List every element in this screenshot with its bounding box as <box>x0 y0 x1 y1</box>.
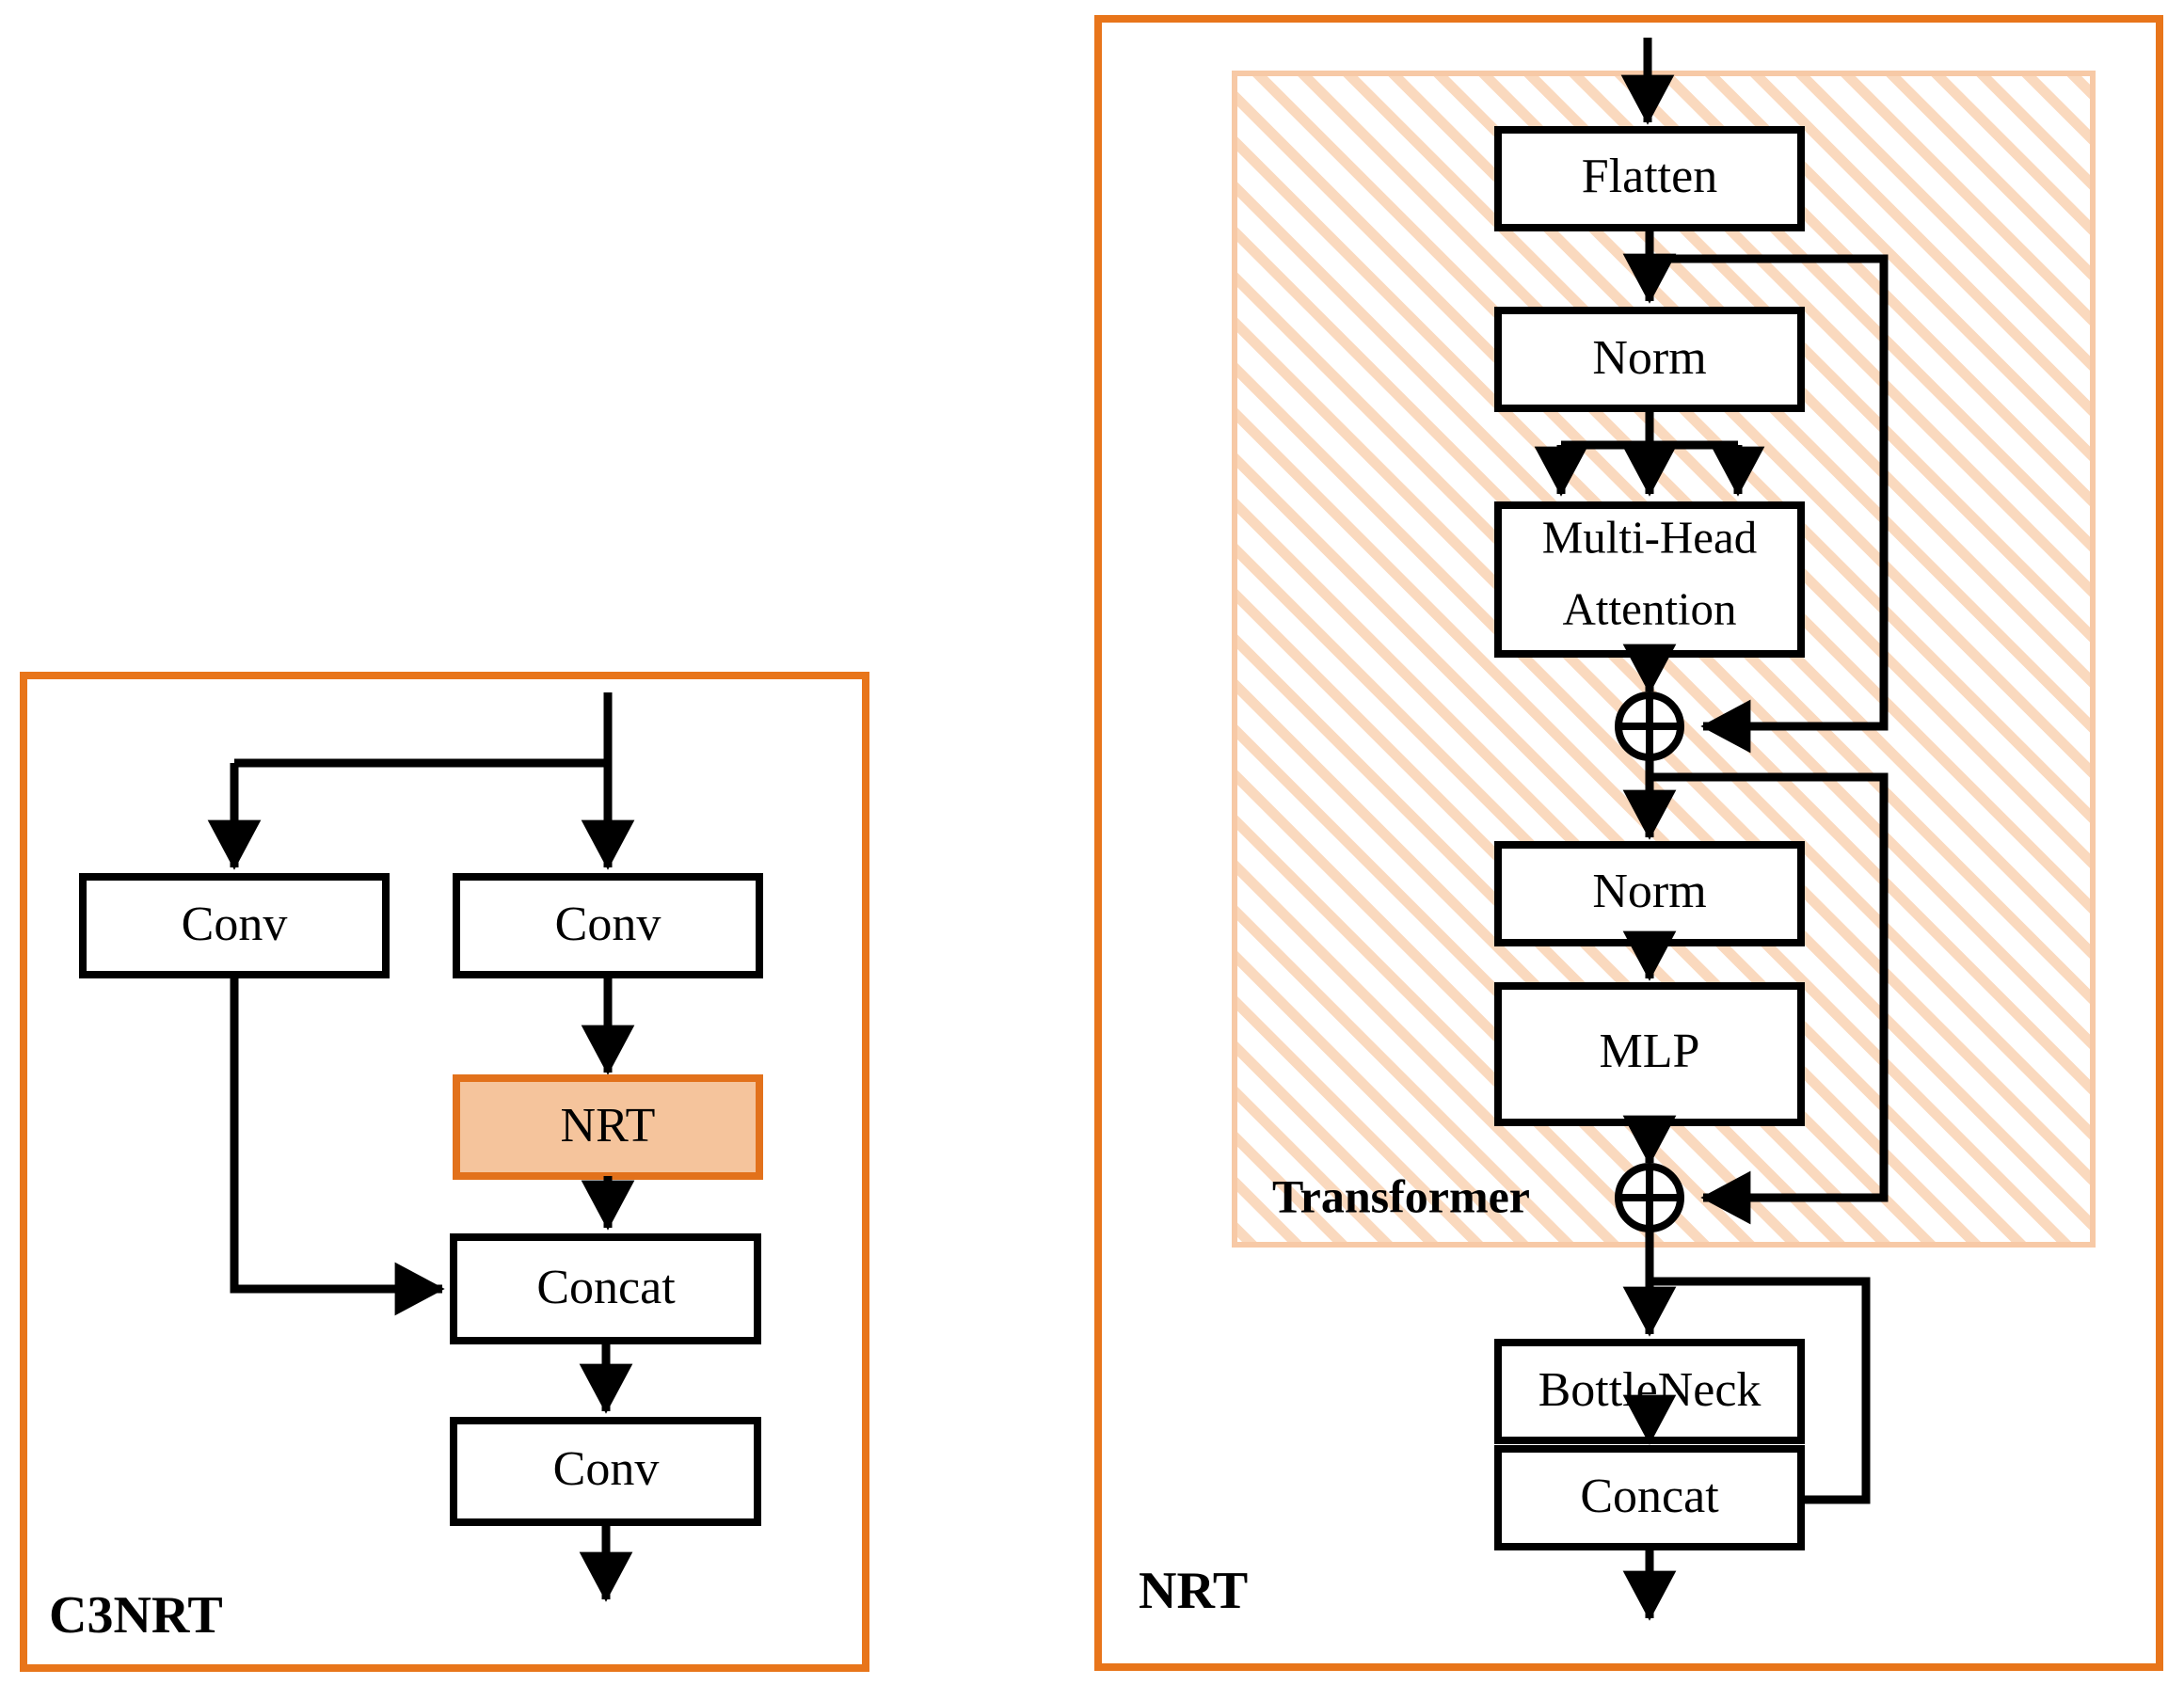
node-concat-nrt-label: Concat <box>1580 1470 1719 1523</box>
node-conv-right-label: Conv <box>555 898 662 951</box>
edge-conv-left-to-concat <box>230 975 445 1316</box>
node-add-2 <box>1615 1163 1684 1232</box>
node-conv-left-label: Conv <box>182 898 288 951</box>
c3nrt-caption: C3NRT <box>49 1586 223 1645</box>
edge-norm1-to-mha-fanout <box>1534 408 1765 497</box>
node-conv-out: Conv <box>450 1417 761 1526</box>
node-conv-left: Conv <box>79 873 390 978</box>
node-concat-nrt: Concat <box>1494 1445 1805 1550</box>
node-mlp-label: MLP <box>1600 1025 1700 1078</box>
nrt-panel-border <box>1094 15 2163 1671</box>
node-bottleneck-label: BottleNeck <box>1538 1363 1762 1417</box>
transformer-group-caption: Transformer <box>1272 1169 1530 1222</box>
node-nrt-label: NRT <box>561 1099 656 1152</box>
node-norm-2: Norm <box>1494 841 1805 946</box>
node-mha-label-line1: Multi-Head <box>1542 511 1758 563</box>
node-flatten-label: Flatten <box>1582 150 1717 203</box>
edge-flatten-residual-to-add1 <box>1650 254 1889 754</box>
nrt-caption: NRT <box>1139 1562 1248 1620</box>
node-mha-label-line2: Attention <box>1562 582 1736 634</box>
node-flatten: Flatten <box>1494 126 1805 231</box>
node-norm-2-label: Norm <box>1592 865 1706 918</box>
node-mlp: MLP <box>1494 982 1805 1126</box>
node-bottleneck: BottleNeck <box>1494 1339 1805 1444</box>
c3nrt-panel-border <box>20 672 869 1672</box>
node-add-1 <box>1615 691 1684 761</box>
node-concat-label: Concat <box>536 1261 676 1314</box>
node-concat: Concat <box>450 1233 761 1344</box>
node-conv-right: Conv <box>453 873 763 978</box>
node-nrt: NRT <box>453 1074 763 1180</box>
panel-nrt: Flatten Norm Multi-Head Attention <box>1094 15 2163 1671</box>
panel-c3nrt: Conv Conv NRT Concat <box>20 672 869 1672</box>
node-multi-head-attention: Multi-Head Attention <box>1494 501 1805 658</box>
node-norm-1: Norm <box>1494 307 1805 412</box>
node-conv-out-label: Conv <box>553 1442 660 1496</box>
edge-add1-residual-to-add2 <box>1650 772 1889 1225</box>
node-norm-1-label: Norm <box>1592 331 1706 385</box>
